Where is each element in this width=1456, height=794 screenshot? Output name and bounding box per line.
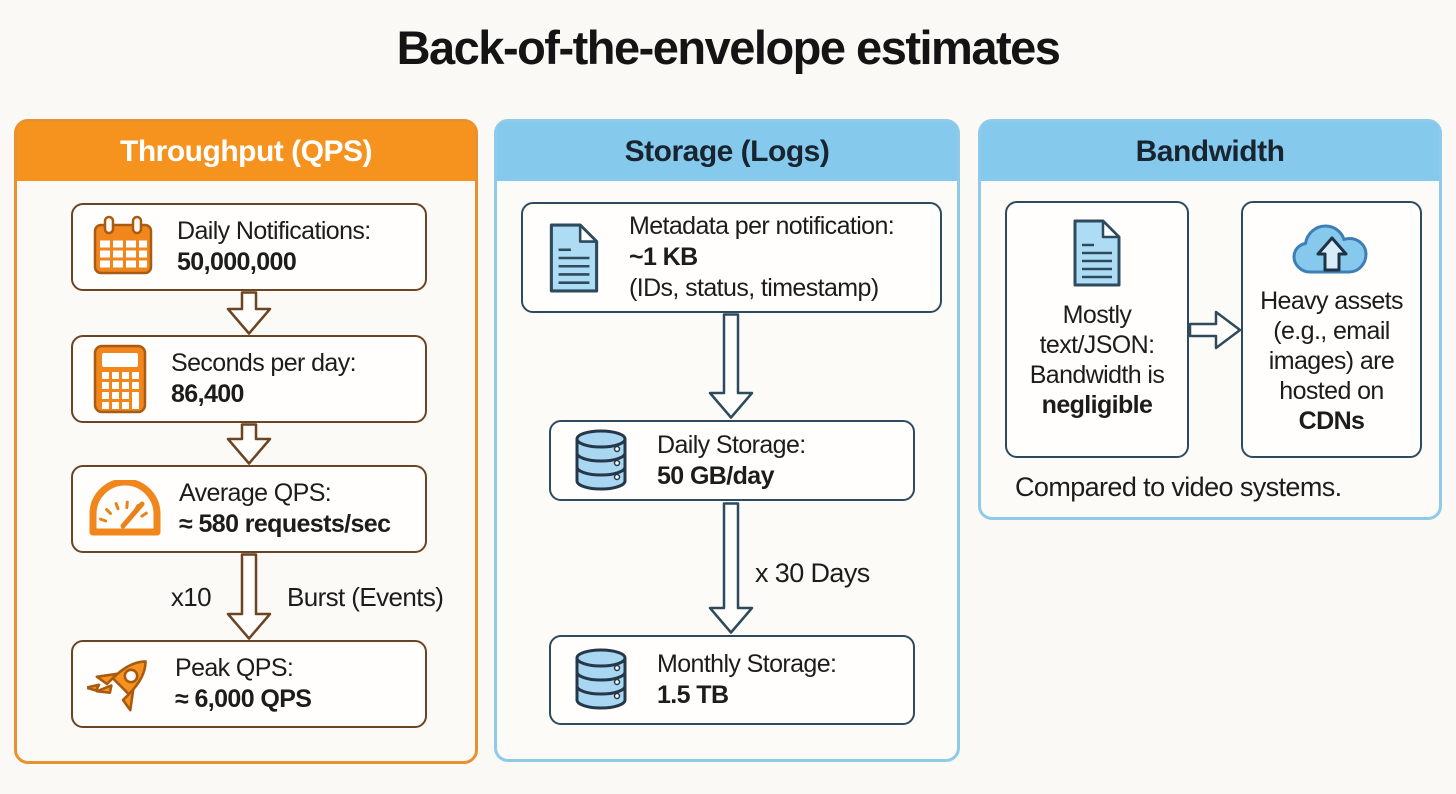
bandwidth-text-line: Bandwidth is bbox=[1029, 361, 1165, 389]
bandwidth-cdn-bold-line: CDNs bbox=[1298, 407, 1365, 435]
step-label: Peak QPS: bbox=[175, 654, 294, 682]
bandwidth-footnote: Compared to video systems. bbox=[1015, 472, 1342, 502]
step-label: Average QPS: bbox=[179, 479, 332, 507]
database-icon bbox=[571, 647, 631, 713]
burst-multiplier-label: x10 bbox=[170, 582, 212, 612]
panel-bandwidth-title: Bandwidth bbox=[1135, 134, 1285, 168]
document-icon bbox=[1069, 218, 1125, 288]
bandwidth-cdn-line: Heavy assets bbox=[1260, 287, 1403, 315]
bandwidth-cdn-line: images) are bbox=[1268, 347, 1395, 375]
page-title: Back-of-the-envelope estimates bbox=[396, 21, 1061, 74]
step-monthly-storage: Monthly Storage: 1.5 TB bbox=[549, 635, 915, 725]
bandwidth-text-bold-line: negligible bbox=[1041, 391, 1153, 419]
down-arrow bbox=[708, 502, 754, 634]
bandwidth-cdn-box: Heavy assets (e.g., email images) are ho… bbox=[1241, 201, 1422, 458]
bandwidth-cdn-line: (e.g., email bbox=[1273, 317, 1390, 345]
burst-events-label: Burst (Events) bbox=[287, 582, 444, 612]
panel-throughput-header: Throughput (QPS) bbox=[17, 122, 475, 181]
step-value: 1.5 TB bbox=[657, 681, 729, 709]
calculator-icon bbox=[93, 344, 147, 414]
step-label: Daily Storage: bbox=[657, 430, 806, 459]
step-note: (IDs, status, timestamp) bbox=[629, 274, 879, 302]
right-arrow bbox=[1189, 310, 1241, 350]
gauge-icon bbox=[87, 480, 163, 538]
panel-throughput-title: Throughput (QPS) bbox=[120, 134, 372, 168]
cloud-upload-icon bbox=[1290, 218, 1374, 276]
step-value: 50,000,000 bbox=[177, 248, 297, 276]
panel-throughput: Throughput (QPS) Daily Notifications: 50… bbox=[14, 119, 478, 764]
step-daily-storage: Daily Storage: 50 GB/day bbox=[549, 420, 915, 501]
step-value: ≈ 580 requests/sec bbox=[179, 510, 391, 538]
step-label: Seconds per day: bbox=[171, 349, 357, 377]
down-arrow bbox=[226, 291, 272, 335]
bandwidth-text-line: Mostly bbox=[1062, 301, 1132, 329]
step-label: Monthly Storage: bbox=[657, 650, 837, 678]
step-label: Daily Notifications: bbox=[177, 217, 371, 245]
step-metadata: Metadata per notification: ~1 KB (IDs, s… bbox=[521, 202, 942, 313]
monthly-multiplier-label: x 30 Days bbox=[755, 558, 870, 588]
panel-storage-title: Storage (Logs) bbox=[624, 134, 830, 168]
step-average-qps: Average QPS: ≈ 580 requests/sec bbox=[71, 465, 427, 553]
panel-storage-header: Storage (Logs) bbox=[497, 122, 957, 181]
bandwidth-text-box: Mostly text/JSON: Bandwidth is negligibl… bbox=[1005, 201, 1189, 458]
database-icon bbox=[571, 428, 631, 494]
step-label: Metadata per notification: bbox=[629, 212, 895, 240]
bandwidth-text-line: text/JSON: bbox=[1039, 331, 1155, 359]
rocket-icon bbox=[87, 648, 159, 720]
bandwidth-cdn-line: hosted on bbox=[1279, 377, 1384, 405]
step-value: ≈ 6,000 QPS bbox=[175, 685, 312, 713]
step-value: 86,400 bbox=[171, 380, 244, 408]
step-value: ~1 KB bbox=[629, 243, 698, 271]
document-icon bbox=[545, 222, 603, 294]
step-value: 50 GB/day bbox=[657, 461, 774, 490]
panel-bandwidth-header: Bandwidth bbox=[981, 122, 1439, 181]
down-arrow bbox=[226, 423, 272, 465]
calendar-icon bbox=[91, 215, 155, 279]
step-seconds-per-day: Seconds per day: 86,400 bbox=[71, 335, 427, 423]
step-peak-qps: Peak QPS: ≈ 6,000 QPS bbox=[71, 640, 427, 728]
down-arrow bbox=[708, 313, 754, 419]
panel-bandwidth: Bandwidth Mostly text/JSON: Bandwidth is… bbox=[978, 119, 1442, 520]
step-daily-notifications: Daily Notifications: 50,000,000 bbox=[71, 203, 427, 291]
down-arrow bbox=[226, 553, 272, 640]
panel-storage: Storage (Logs) Metadata per notification… bbox=[494, 119, 960, 762]
